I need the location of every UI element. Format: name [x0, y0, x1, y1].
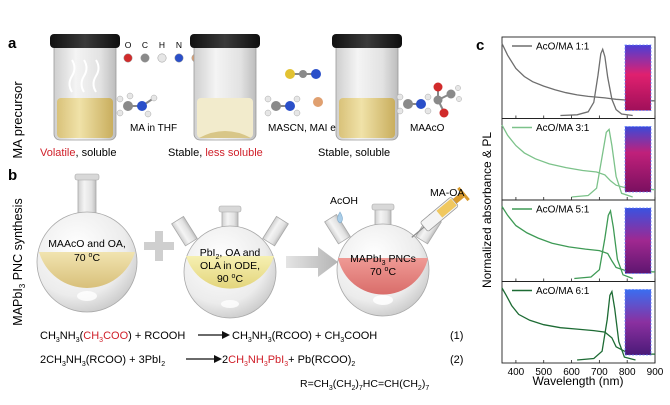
flask-1: MAAcO and OA, 70 oC: [36, 173, 138, 313]
panel-b-side-label: MAPbI3 PNC synthesis: [11, 198, 27, 325]
plus-sign: [144, 231, 174, 261]
r-definition: R=CH3(CH2)7HC=CH(CH2)7: [300, 378, 429, 392]
x-tick-label: 600: [563, 367, 580, 378]
chart-subpanel-4: AcO/MA 6:1: [501, 281, 656, 364]
vial-3-caption: Stable, soluble: [318, 147, 390, 159]
flask-3-line-2: 70 oC: [370, 266, 397, 278]
molecule-ma: [116, 92, 158, 118]
flask-3: MAPbI3 PNCs 70 oC: [324, 203, 442, 317]
flask-2-line-1: PbI2, OA and: [200, 247, 261, 261]
pl-line: [571, 128, 633, 198]
pl-photo-inset: [624, 289, 652, 356]
x-tick-label: 400: [508, 367, 525, 378]
atom-legend-dot-c: [140, 53, 150, 63]
atom-legend-dot-o: [123, 53, 133, 63]
subpanel-frame: [501, 281, 656, 364]
atom-legend-label-h: H: [159, 40, 165, 50]
panel-b-letter: b: [8, 167, 17, 184]
panel-c: c Normalized absorbance & PL Wavelength …: [476, 36, 664, 388]
panel-a-side-label: MA precursor: [10, 81, 25, 159]
pl-photo-inset: [624, 126, 652, 193]
legend-label: AcO/MA 1:1: [536, 42, 590, 53]
absorbance-line: [501, 124, 656, 191]
equation-2-number: (2): [450, 354, 463, 366]
vial-1: [50, 34, 120, 141]
legend-label: AcO/MA 3:1: [536, 123, 590, 134]
equation-2-lhs: 2CH3NH3(RCOO) + 3PbI2: [40, 354, 165, 368]
equation-1-lhs: CH3NH3(CH3COO) + RCOOH: [40, 330, 185, 344]
x-tick-label: 800: [619, 367, 636, 378]
chart-subpanel-1: AcO/MA 1:1: [501, 36, 656, 119]
flask-1-line-1: MAAcO and OA,: [48, 238, 126, 250]
vial-2-caption: Stable, less soluble: [168, 147, 263, 159]
panel-c-letter: c: [476, 37, 484, 54]
acoh-label: AcOH: [330, 195, 358, 207]
equation-1-number: (1): [450, 330, 463, 342]
vial-1-caption: Volatile, soluble: [40, 147, 116, 159]
reaction-arrow: [286, 247, 338, 277]
pl-photo-inset: [624, 44, 652, 111]
atom-legend-dot-h: [157, 53, 167, 63]
absorbance-line: [501, 43, 655, 102]
atom-legend-dot-n: [174, 53, 184, 63]
flask-3-line-1: MAPbI3 PNCs: [350, 253, 416, 267]
pl-line: [560, 47, 633, 117]
equation-2-rhs: 2CH3NH3PbI3+ Pb(RCOO)2: [222, 354, 355, 368]
chart-subpanel-3: AcO/MA 5:1: [501, 199, 656, 282]
absorbance-line: [501, 206, 655, 273]
x-tick-label: 700: [591, 367, 608, 378]
vial-3-molecule-label: MAAcO: [410, 123, 445, 134]
x-tick-label: 500: [535, 367, 552, 378]
legend-label: AcO/MA 5:1: [536, 205, 590, 216]
flask-2-line-2: OLA in ODE,: [200, 260, 260, 272]
atom-legend-label-c: C: [142, 40, 148, 50]
chart-subpanel-2: AcO/MA 3:1: [501, 118, 656, 201]
syringe: [411, 186, 470, 238]
vial-1-molecule-label: MA in THF: [130, 123, 177, 134]
equation-1-rhs: CH3NH3(RCOO) + CH3COOH: [232, 330, 377, 344]
pl-line: [577, 289, 636, 361]
absorbance-line: [501, 287, 655, 355]
molecule-masc-n: [264, 69, 323, 117]
panel-a: a MA precursor OCHNIS MA in THF Volatile…: [8, 34, 462, 159]
legend-label: AcO/MA 6:1: [536, 286, 590, 297]
y-axis-label: Normalized absorbance & PL: [480, 132, 494, 288]
vial-2-molecule-label: MASCN, MAI etc.: [268, 123, 346, 134]
flask-2: PbI2, OA and OLA in ODE, 90 oC: [171, 205, 289, 319]
x-axis-label: Wavelength (nm): [533, 374, 624, 388]
flask-1-line-2: 70 oC: [74, 252, 101, 264]
vial-2: [190, 34, 260, 141]
equation-2: 2CH3NH3(RCOO) + 3PbI2 2CH3NH3PbI3+ Pb(RC…: [40, 354, 463, 368]
vial-3: [332, 34, 402, 141]
equation-1: CH3NH3(CH3COO) + RCOOH CH3NH3(RCOO) + CH…: [40, 330, 463, 344]
acoh-droplet: AcOH: [330, 195, 358, 224]
molecule-maaco: [396, 82, 462, 118]
panel-a-letter: a: [8, 35, 17, 52]
pl-photo-inset: [624, 207, 652, 274]
panel-b: b MAPbI3 PNC synthesis MAAcO and OA, 70 …: [8, 167, 470, 392]
pl-line: [574, 208, 633, 280]
atom-legend-label-o: O: [125, 40, 132, 50]
flask-2-line-3: 90 oC: [217, 273, 244, 285]
x-tick-label: 900: [647, 367, 664, 378]
atom-legend-label-n: N: [176, 40, 182, 50]
maoa-label: MA-OA: [430, 187, 464, 199]
